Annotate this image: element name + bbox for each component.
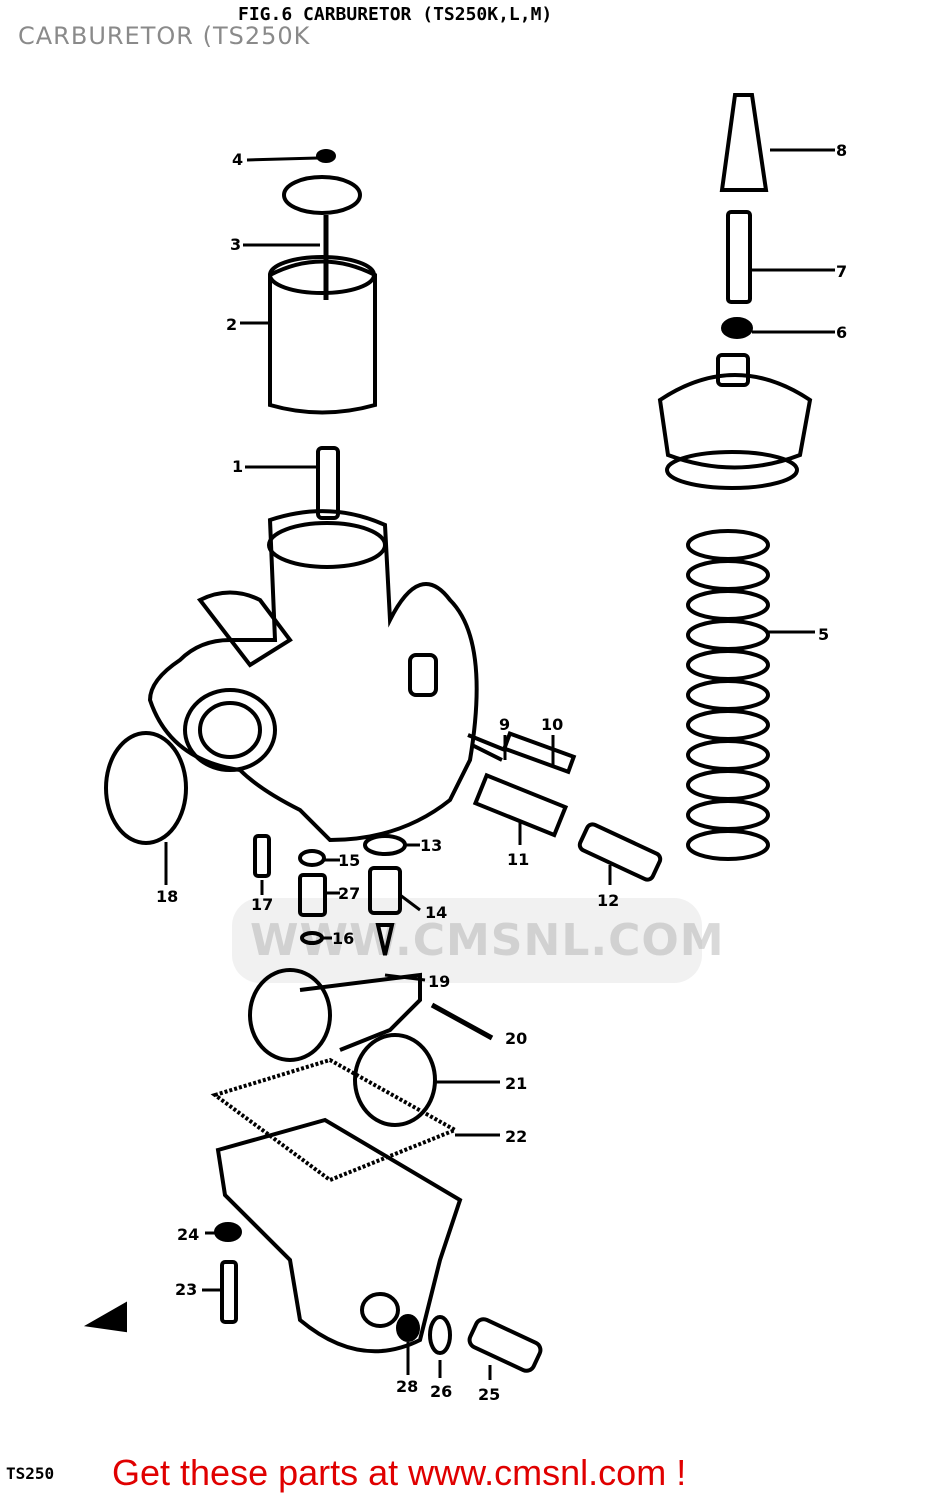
part-19-float-arm (299, 972, 422, 1052)
callout-9: 9 (499, 715, 510, 734)
model-code-label: TS250 (6, 1464, 55, 1483)
callout-22: 22 (505, 1127, 527, 1146)
callout-5: 5 (818, 625, 829, 644)
part-7-adjuster (726, 210, 752, 304)
callout-25: 25 (478, 1385, 500, 1404)
callout-16: 16 (332, 929, 354, 948)
cmsnl-parts-link[interactable]: Get these parts at www.cmsnl.com ! (112, 1452, 687, 1493)
watermark-badge (232, 898, 702, 983)
callout-24: 24 (177, 1225, 199, 1244)
part-5-spring (686, 529, 770, 861)
part-13-washer (363, 834, 407, 856)
callout-20: 20 (505, 1029, 527, 1048)
part-6-nut (721, 317, 753, 339)
callout-19: 19 (428, 972, 450, 991)
callout-15: 15 (338, 851, 360, 870)
part-27-jet (298, 873, 327, 917)
page-title: CARBURETOR (TS250K (18, 22, 311, 50)
callout-1: 1 (232, 457, 243, 476)
part-21-float-left (248, 968, 332, 1062)
part-17-jet (253, 834, 271, 878)
callout-8: 8 (836, 141, 847, 160)
callout-11: 11 (507, 850, 529, 869)
part-4-screw (316, 149, 336, 163)
callout-13: 13 (420, 836, 442, 855)
float-bowl (215, 1117, 463, 1354)
callout-3: 3 (230, 235, 241, 254)
figure-title: FIG.6 CARBURETOR (TS250K,L,M) (238, 4, 553, 25)
part-12-screw (577, 822, 663, 882)
top-cap (657, 373, 813, 470)
callout-21: 21 (505, 1074, 527, 1093)
part-10-screw (501, 730, 577, 775)
part-14-seat (368, 866, 402, 915)
part-28-plug (396, 1314, 420, 1342)
part-21-float-right (353, 1033, 437, 1127)
callout-27: 27 (338, 884, 360, 903)
callout-14: 14 (425, 903, 447, 922)
part-11-spring (472, 772, 569, 838)
callout-12: 12 (597, 891, 619, 910)
callout-28: 28 (396, 1377, 418, 1396)
callout-4: 4 (232, 150, 243, 169)
part-1-tube (316, 446, 340, 520)
part-2-throttle-valve (268, 259, 377, 415)
front-arrow-icon (83, 1301, 127, 1333)
part-20-pin (430, 1002, 494, 1041)
part-15-clip (298, 849, 326, 867)
part-16-o-ring (300, 931, 324, 945)
part-26-washer (428, 1315, 452, 1355)
part-23-screw (220, 1260, 238, 1324)
callout-18: 18 (156, 887, 178, 906)
callout-26: 26 (430, 1382, 452, 1401)
callout-17: 17 (251, 895, 273, 914)
part-8-cap (719, 93, 769, 192)
callout-23: 23 (175, 1280, 197, 1299)
part-22-gasket (210, 1057, 460, 1183)
watermark-url-text: WWW.CMSNL.COM (250, 915, 725, 966)
part-9-spring (467, 733, 506, 762)
callout-2: 2 (226, 315, 237, 334)
carburetor-body (147, 509, 479, 843)
callout-6: 6 (836, 323, 847, 342)
part-25-air-screw (467, 1317, 543, 1373)
callout-7: 7 (836, 262, 847, 281)
callout-10: 10 (541, 715, 563, 734)
part-18-o-ring (104, 731, 188, 845)
part-3-needle-plate (282, 175, 362, 215)
part-24-nut (214, 1222, 242, 1242)
